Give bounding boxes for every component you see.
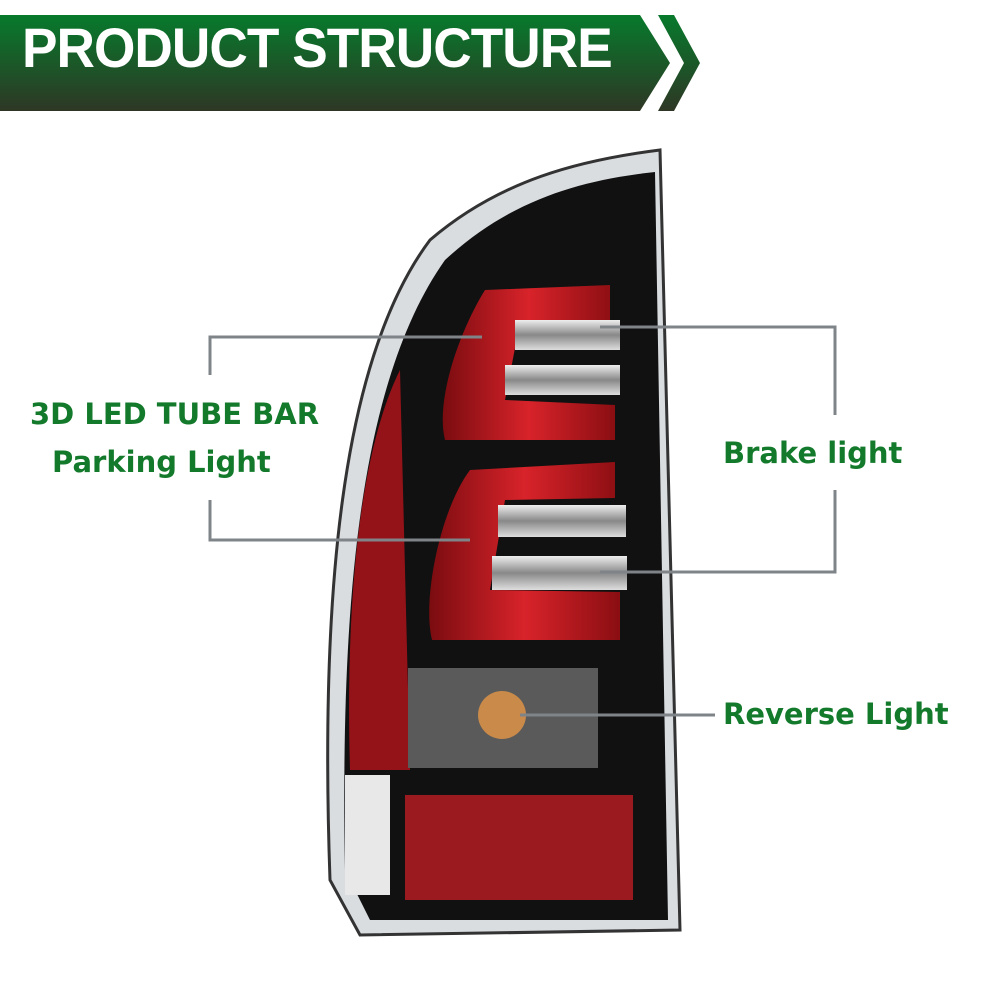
label-reverse-light: Reverse Light xyxy=(723,697,949,731)
chevron-right-icon xyxy=(658,15,700,111)
reverse-amber-bulb xyxy=(478,691,526,739)
lower-led-tube xyxy=(429,462,620,640)
side-clear-lens xyxy=(345,775,390,895)
upper-brake-led-1 xyxy=(515,320,620,350)
upper-brake-led-2 xyxy=(505,365,620,395)
bottom-red-reflector xyxy=(405,795,633,900)
label-3d-led-tube-bar: 3D LED TUBE BAR xyxy=(30,397,320,431)
callout-brake-bottom xyxy=(600,490,837,574)
label-parking-light: Parking Light xyxy=(52,445,271,479)
label-brake-light: Brake light xyxy=(723,436,903,470)
lower-brake-led-1 xyxy=(498,505,626,537)
callout-parking-top xyxy=(208,335,482,375)
page-title: PRODUCT STRUCTURE xyxy=(22,16,613,79)
header-banner xyxy=(0,15,700,111)
side-red-reflector xyxy=(349,370,410,770)
banner-body xyxy=(0,15,670,111)
callout-lines xyxy=(208,325,837,717)
callout-parking-bottom xyxy=(208,500,470,542)
callout-brake-top xyxy=(600,325,837,415)
upper-led-tube xyxy=(442,285,615,440)
